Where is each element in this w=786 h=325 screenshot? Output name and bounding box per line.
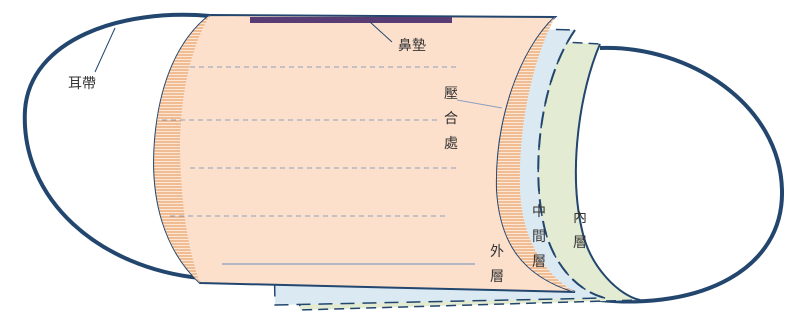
seam-label-char: 合 [444,111,458,127]
inner-layer-label-char: 層 [573,235,587,251]
nose-pad-label: 鼻墊 [398,37,426,54]
outer-layer-label-char: 外 [490,244,504,260]
seam-label-char: 壓 [444,86,458,102]
left-ear-loop [22,12,211,280]
middle-layer-edge [537,29,606,299]
inner-layer-edge [574,43,641,301]
seam-leader [456,99,503,109]
middle-layer-label-char: 中 [532,204,546,220]
middle-layer-label-char: 層 [532,254,546,270]
ear-loop-leader [94,27,116,73]
outer-layer-label-char: 層 [490,269,504,285]
inner-layer-label-char: 內 [573,210,587,226]
nose-pad-leader [369,21,393,43]
ear-loop-label: 耳帶 [68,76,96,92]
nose-pad [250,17,452,23]
outer-left-hatched-edge [154,15,210,283]
middle-layer-label-char: 間 [532,229,546,245]
seam-label-char: 處 [444,136,458,152]
outer-right-hatched-seam [496,17,575,292]
right-ear-loop [599,45,785,304]
